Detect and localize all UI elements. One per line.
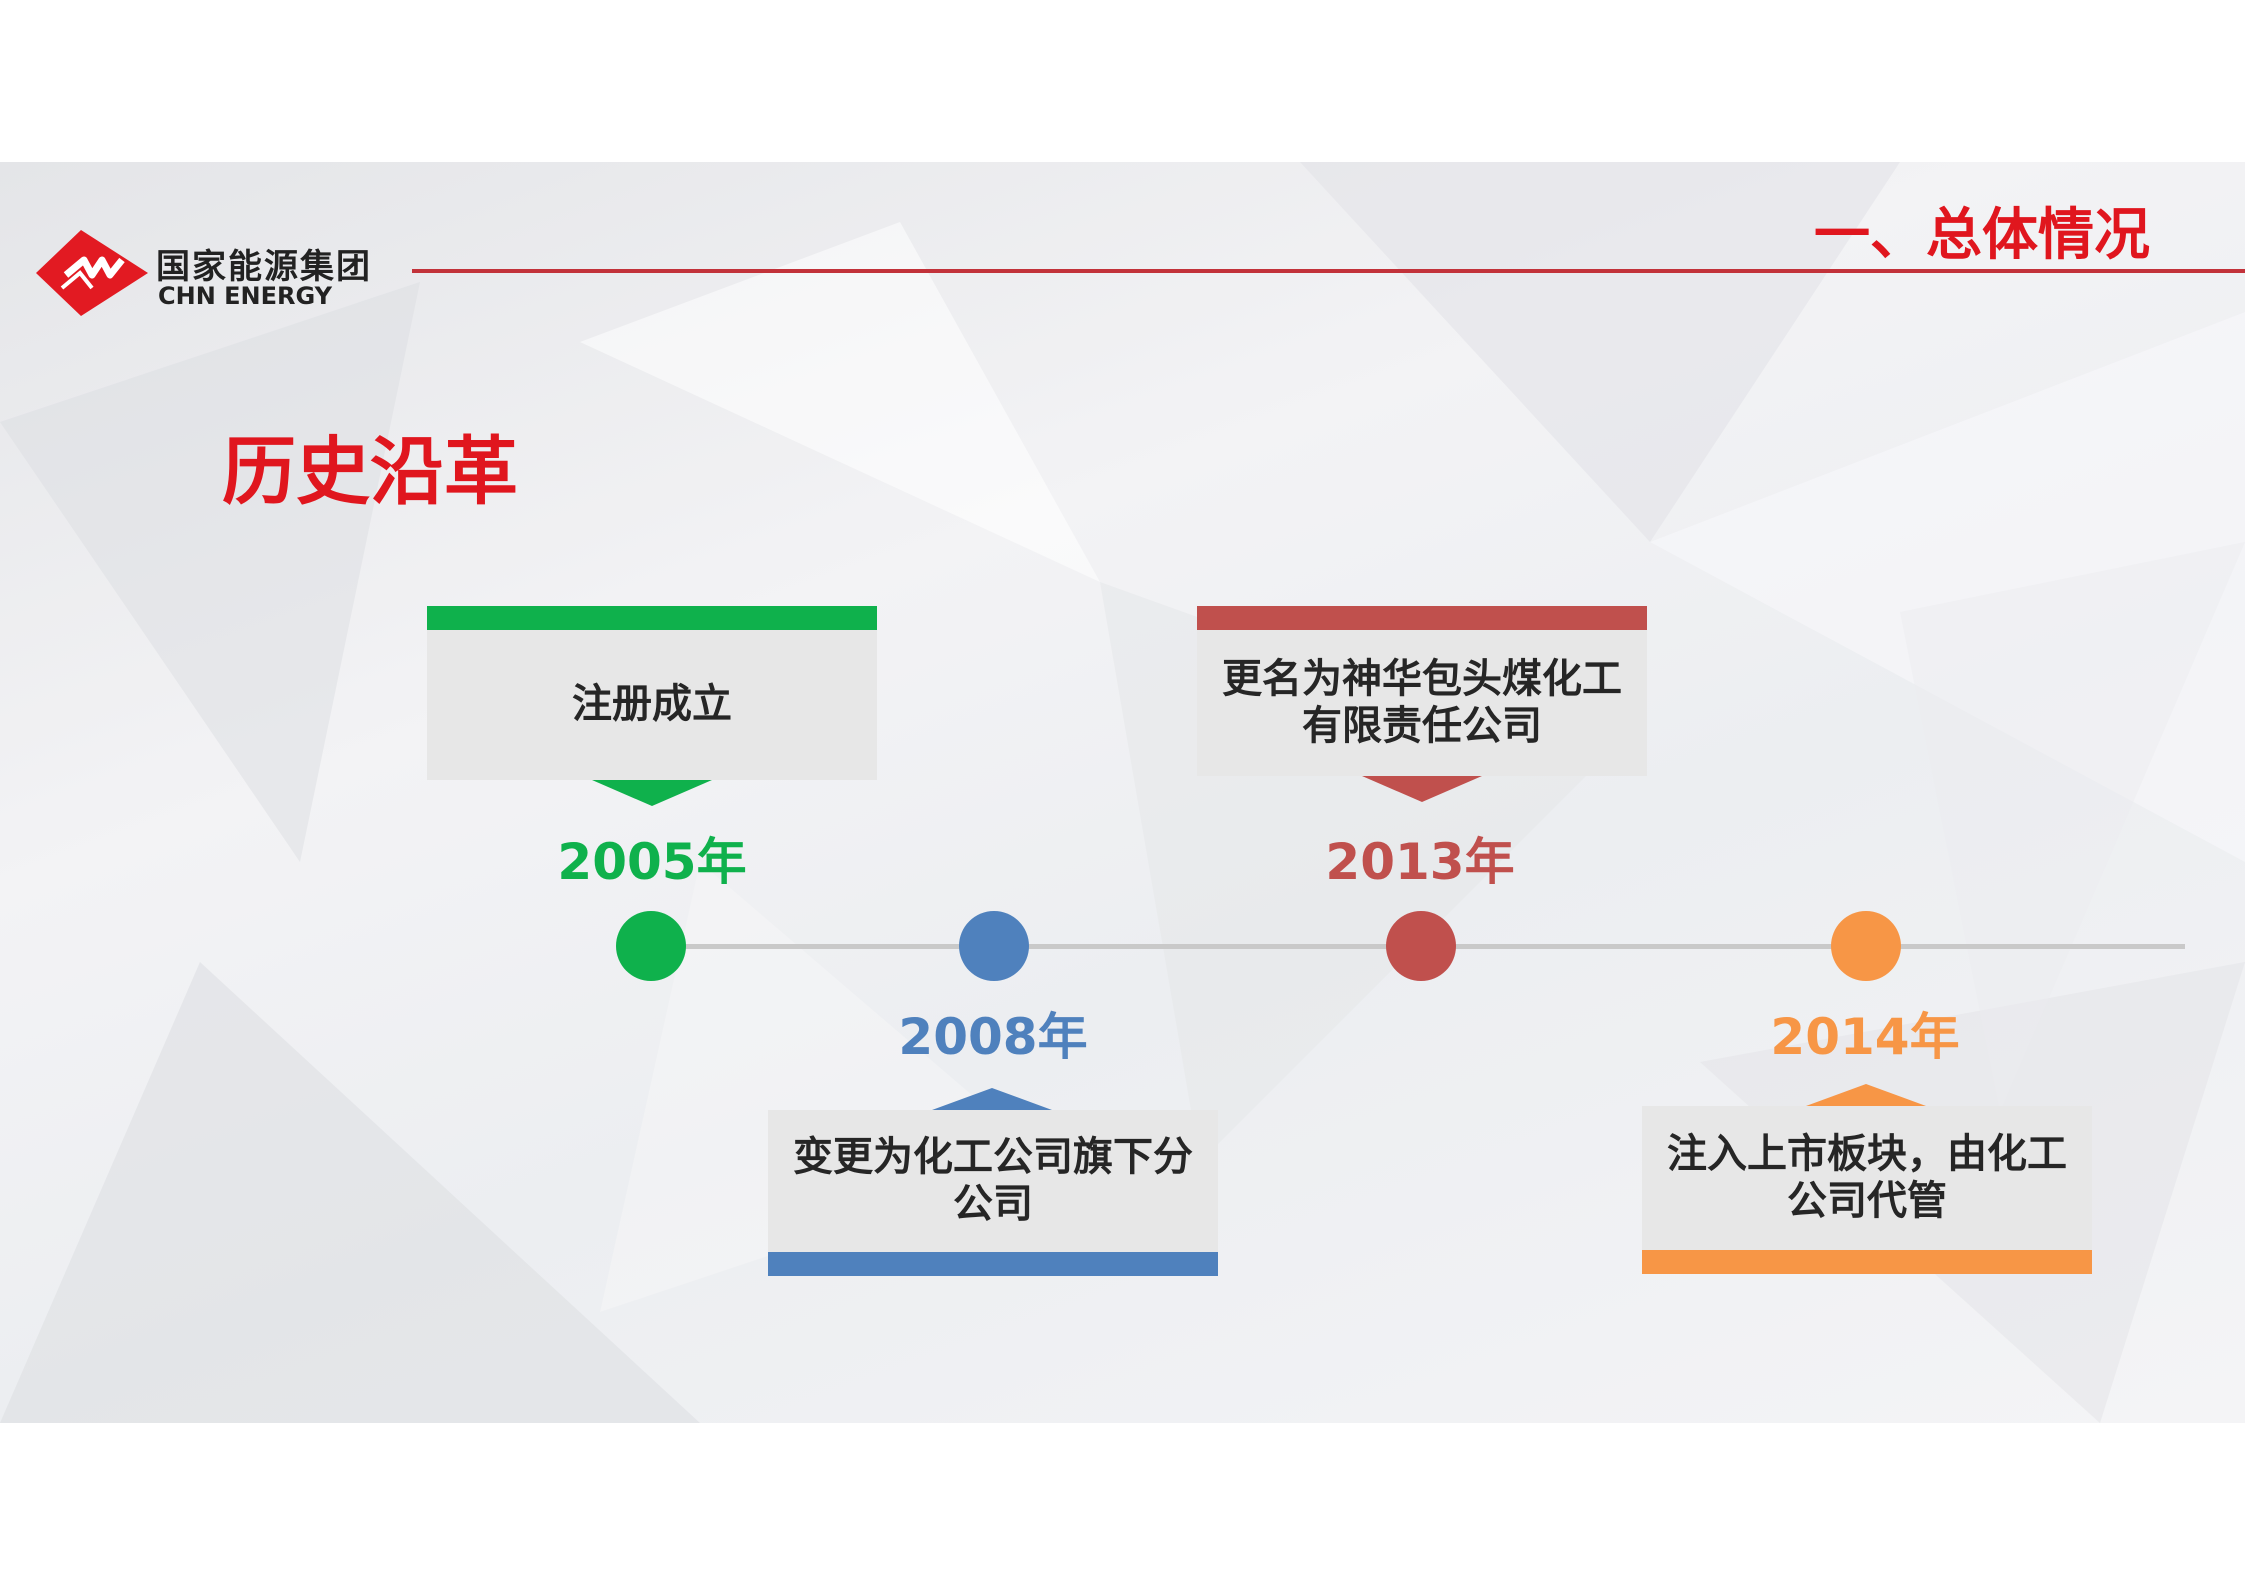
- timeline-dot-2013: [1386, 911, 1456, 981]
- timeline-card-bar: [1642, 1250, 2092, 1274]
- logo-mark: [36, 230, 148, 316]
- timeline-pointer-2014: [1806, 1084, 1926, 1106]
- timeline-card-2013: 更名为神华包头煤化工有限责任公司: [1197, 606, 1647, 776]
- logo-cn-text: 国家能源集团: [156, 247, 372, 287]
- timeline-dot-2008: [959, 911, 1029, 981]
- timeline-card-text: 注册成立: [572, 681, 732, 728]
- timeline-card-bar: [1197, 606, 1647, 630]
- timeline-card-bar: [768, 1252, 1218, 1276]
- section-title: 一、总体情况: [1814, 203, 2150, 268]
- logo-en-text: CHN ENERGY: [158, 282, 333, 310]
- timeline-card-text: 注入上市板块，由化工公司代管: [1667, 1130, 2067, 1224]
- timeline-pointer-2005: [592, 780, 712, 806]
- header-divider: [412, 269, 2245, 273]
- timeline-card-text: 变更为化工公司旗下分公司: [793, 1133, 1193, 1227]
- timeline-card-text: 更名为神华包头煤化工有限责任公司: [1222, 655, 1622, 749]
- page-title: 历史沿革: [222, 429, 518, 515]
- timeline-card-2005: 注册成立: [427, 606, 877, 780]
- timeline-pointer-2013: [1362, 776, 1482, 802]
- timeline-card-2008: 变更为化工公司旗下分公司: [768, 1110, 1218, 1276]
- slide: 国家能源集团 CHN ENERGY 一、总体情况 历史沿革 注册成立 2005年…: [0, 162, 2245, 1423]
- timeline-card-bar: [427, 606, 877, 630]
- timeline-year-2013: 2013年: [1325, 833, 1515, 891]
- timeline-year-2005: 2005年: [557, 833, 747, 891]
- timeline-dot-2014: [1831, 911, 1901, 981]
- timeline-dot-2005: [616, 911, 686, 981]
- timeline-pointer-2008: [932, 1088, 1052, 1110]
- timeline-year-2008: 2008年: [898, 1008, 1088, 1066]
- timeline-year-2014: 2014年: [1770, 1008, 1960, 1066]
- timeline-card-2014: 注入上市板块，由化工公司代管: [1642, 1106, 2092, 1274]
